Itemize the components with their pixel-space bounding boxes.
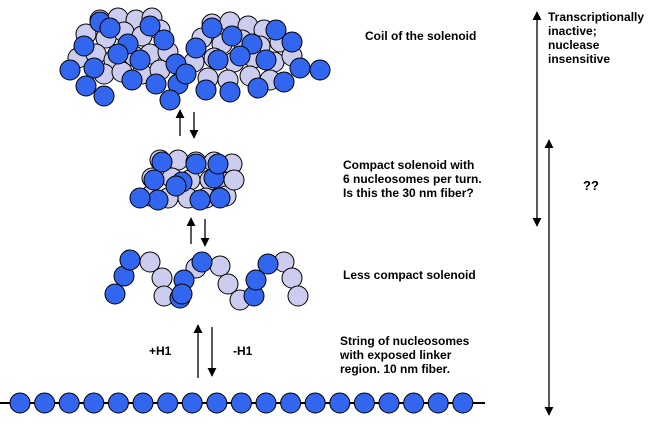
compact-label-line-2: 6 nucleosomes per turn.: [343, 172, 482, 186]
compact-solenoid-group: [129, 149, 245, 211]
compact-label-line-3: Is this the 30 nm fiber?: [343, 186, 474, 200]
compact-label-line-1: Compact solenoid with: [343, 158, 475, 172]
arrows-group: [175, 11, 554, 416]
nucleosome: [121, 69, 143, 91]
nucleosome: [129, 187, 151, 209]
nucleosome: [145, 73, 167, 95]
nucleosome: [129, 49, 151, 71]
nucleosome: [304, 392, 326, 414]
nucleosome: [201, 17, 223, 39]
nucleosome: [230, 392, 252, 414]
nucleosome: [223, 169, 245, 191]
plus-h1-label: +H1: [149, 344, 172, 358]
nucleosome: [165, 175, 187, 197]
nucleosome: [151, 151, 173, 173]
less-compact-label: Less compact solenoid: [343, 268, 476, 282]
coil-label: Coil of the solenoid: [365, 29, 477, 43]
string-label-line-3: region. 10 nm fiber.: [340, 362, 451, 376]
nucleosome: [171, 283, 193, 305]
inactive-label-line-1: Transcriptionally: [548, 10, 645, 24]
nucleosome: [119, 249, 141, 271]
nucleosome: [147, 189, 169, 211]
nucleosome: [329, 392, 351, 414]
nucleosome: [151, 267, 173, 289]
nucleosome: [175, 63, 197, 85]
nucleosome: [427, 392, 449, 414]
nucleosome: [273, 71, 295, 93]
nucleosome: [257, 253, 279, 275]
nucleosome: [452, 392, 474, 414]
string-label: String of nucleosomes with exposed linke…: [340, 334, 469, 376]
nucleosome: [229, 45, 251, 67]
nucleosome: [255, 392, 277, 414]
solenoid-coil-group: [59, 7, 331, 111]
nucleosome: [281, 31, 303, 53]
nucleosome: [34, 392, 56, 414]
nucleosome: [403, 392, 425, 414]
nucleosome: [255, 49, 277, 71]
nucleosome: [281, 267, 303, 289]
nucleosome: [206, 392, 228, 414]
inactive-label-line-4: insensitive: [548, 52, 611, 66]
inactive-label-line-2: inactive;: [548, 24, 597, 38]
nucleosome: [289, 57, 311, 79]
nucleosome: [217, 273, 239, 295]
nucleosome: [83, 57, 105, 79]
nucleosome: [185, 153, 207, 175]
nucleosome: [83, 392, 105, 414]
nucleosome: [159, 89, 181, 111]
nucleosome: [265, 19, 287, 41]
nucleosome: [207, 49, 229, 71]
nucleosome: [221, 25, 243, 47]
inactive-label: Transcriptionally inactive; nuclease ins…: [548, 10, 644, 66]
nucleosome: [59, 59, 81, 81]
nucleosome: [209, 255, 231, 277]
inactive-label-line-3: nuclease: [548, 38, 600, 52]
nucleosome: [132, 392, 154, 414]
nucleosome: [73, 35, 95, 57]
nucleosome: [353, 392, 375, 414]
nucleosome: [153, 29, 175, 51]
nucleosome: [209, 187, 231, 209]
nucleosome: [75, 75, 97, 97]
nucleosome: [207, 153, 229, 175]
string-label-line-1: String of nucleosomes: [340, 334, 470, 348]
nucleosome: [280, 392, 302, 414]
nucleosome: [9, 392, 31, 414]
nucleosome: [195, 79, 217, 101]
nucleosome: [99, 17, 121, 39]
nucleosome: [104, 283, 126, 305]
nucleosome: [309, 59, 331, 81]
nucleosome: [185, 37, 207, 59]
nucleosome: [189, 189, 211, 211]
nucleosome: [247, 77, 269, 99]
nucleosome: [107, 43, 129, 65]
nucleosome: [378, 392, 400, 414]
nucleosome: [107, 392, 129, 414]
compact-solenoid-label: Compact solenoid with 6 nucleosomes per …: [343, 158, 482, 200]
question-label: ??: [583, 178, 599, 193]
nucleosome: [245, 269, 267, 291]
nucleosome: [93, 85, 115, 107]
nucleosome: [287, 285, 309, 307]
nucleosome: [181, 392, 203, 414]
nucleosome: [58, 392, 80, 414]
nucleosome: [191, 251, 213, 273]
nucleosome-string-group: [0, 392, 485, 414]
minus-h1-label: -H1: [233, 344, 253, 358]
less-compact-solenoid-group: [104, 249, 309, 311]
nucleosome: [157, 392, 179, 414]
string-label-line-2: with exposed linker: [340, 348, 452, 362]
nucleosome: [219, 81, 241, 103]
nucleosome: [143, 169, 165, 191]
nucleosome: [139, 15, 161, 37]
